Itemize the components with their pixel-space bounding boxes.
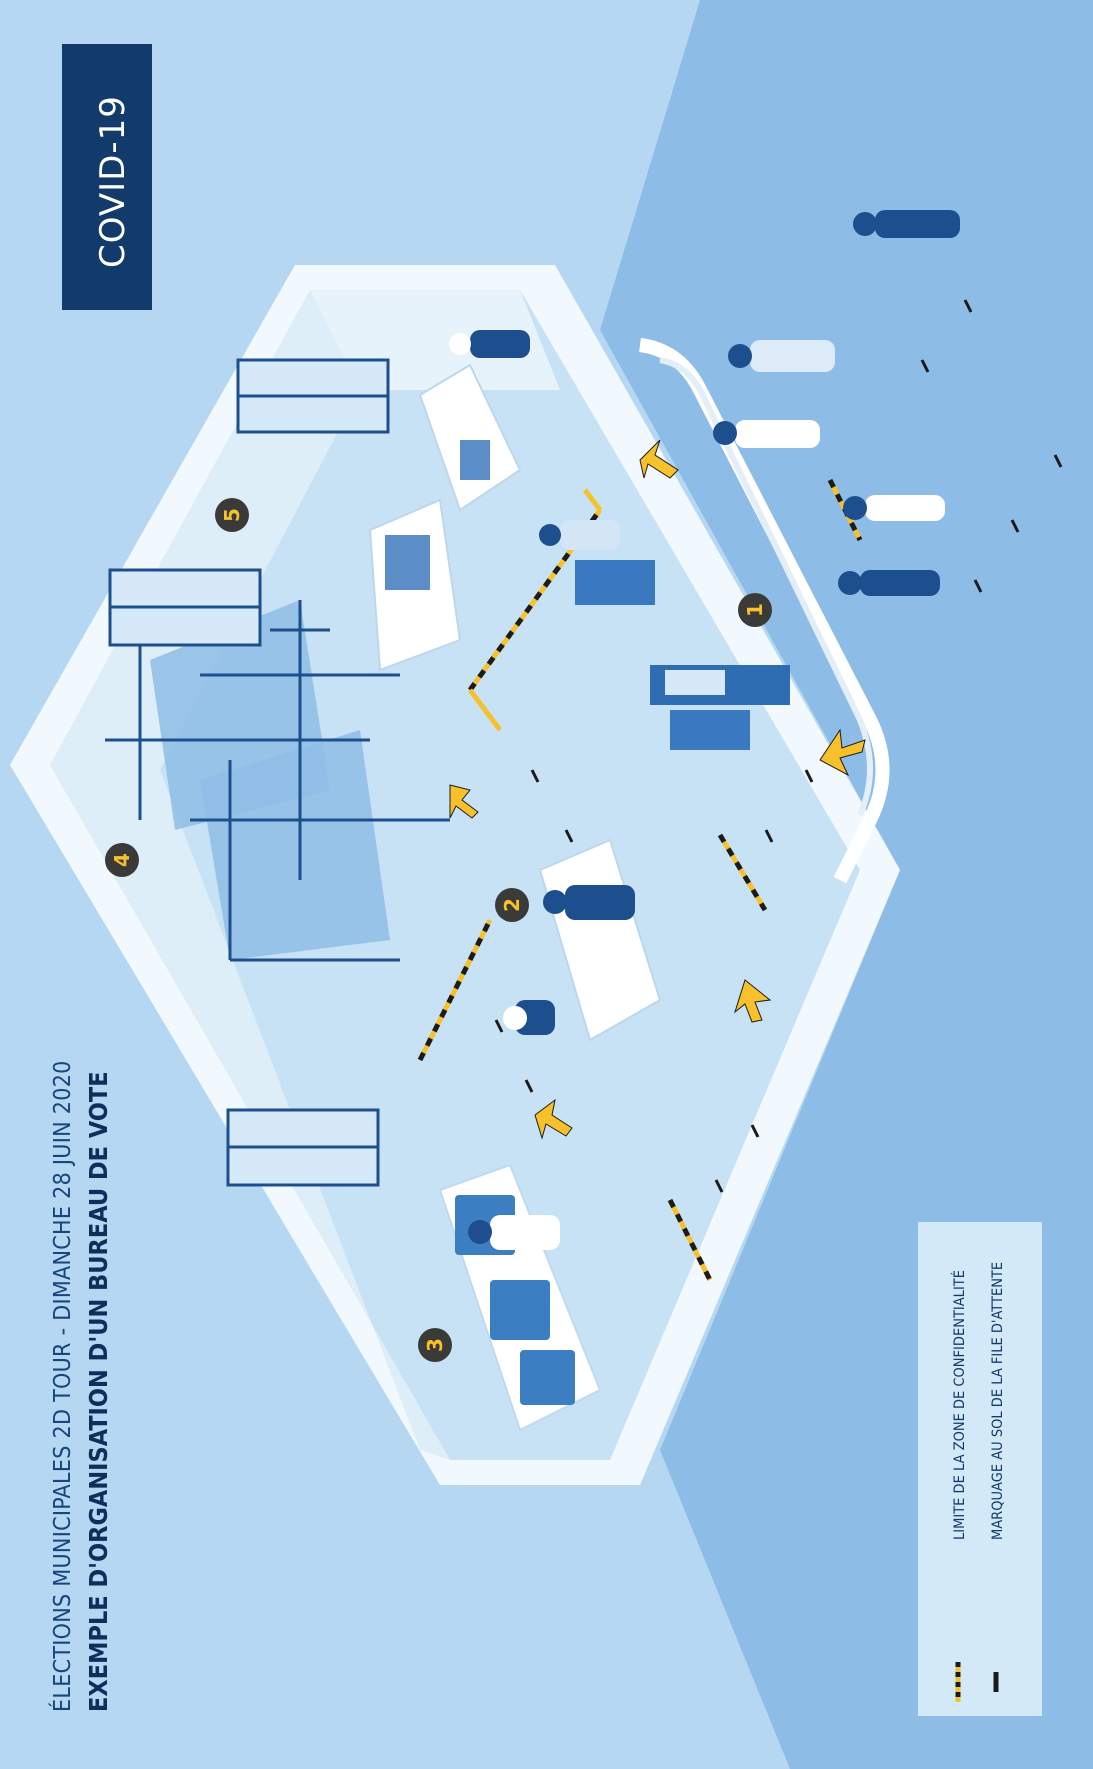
marker-3-label: 3 xyxy=(423,1338,447,1352)
location-marker-2: 2 xyxy=(492,885,532,925)
person-queue-2 xyxy=(843,495,945,521)
poster-subtitle: ÉLECTIONS MUNICIPALES 2D TOUR - DIMANCHE… xyxy=(50,1060,76,1712)
person-queue-1 xyxy=(838,570,940,596)
marker-2-label: 2 xyxy=(500,898,524,912)
legend-panel xyxy=(918,1222,1042,1716)
person-staff-urn xyxy=(449,330,530,358)
person-voter-at-urn xyxy=(539,520,620,550)
legend-icons xyxy=(918,1222,1042,1716)
legend-item-confidentiality-label: LIMITE DE LA ZONE DE CONFIDENTIALITÉ xyxy=(952,1270,968,1540)
poster-title: EXEMPLE D'ORGANISATION D'UN BUREAU DE VO… xyxy=(84,1071,113,1712)
legend-item-queue-label: MARQUAGE AU SOL DE LA FILE D'ATTENTE xyxy=(990,1262,1006,1540)
location-marker-5: 5 xyxy=(212,495,252,535)
person-outside xyxy=(853,210,960,238)
marker-1-label: 1 xyxy=(743,603,767,617)
person-queue-3 xyxy=(713,420,820,448)
location-marker-4: 4 xyxy=(102,840,142,880)
marker-4-label: 4 xyxy=(110,853,134,867)
location-marker-3: 3 xyxy=(415,1325,455,1365)
covid-badge-label: COVID-19 xyxy=(93,95,133,268)
marker-5-label: 5 xyxy=(220,508,244,522)
location-marker-1: 1 xyxy=(735,590,775,630)
person-queue-4 xyxy=(728,340,835,372)
